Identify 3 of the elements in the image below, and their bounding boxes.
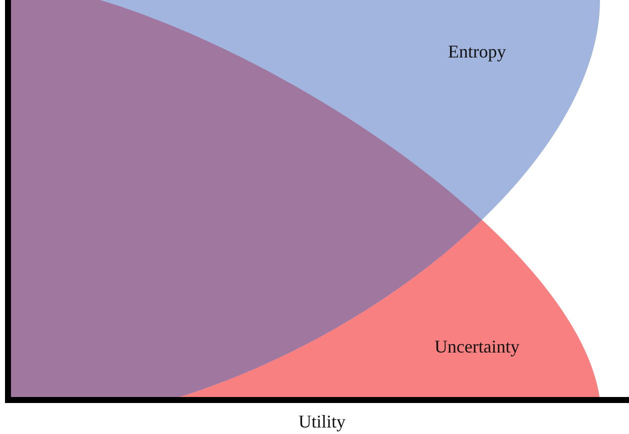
axis-label: Utility: [298, 412, 346, 432]
region-label: Uncertainty: [434, 336, 520, 358]
region-label: Entropy: [448, 42, 506, 62]
